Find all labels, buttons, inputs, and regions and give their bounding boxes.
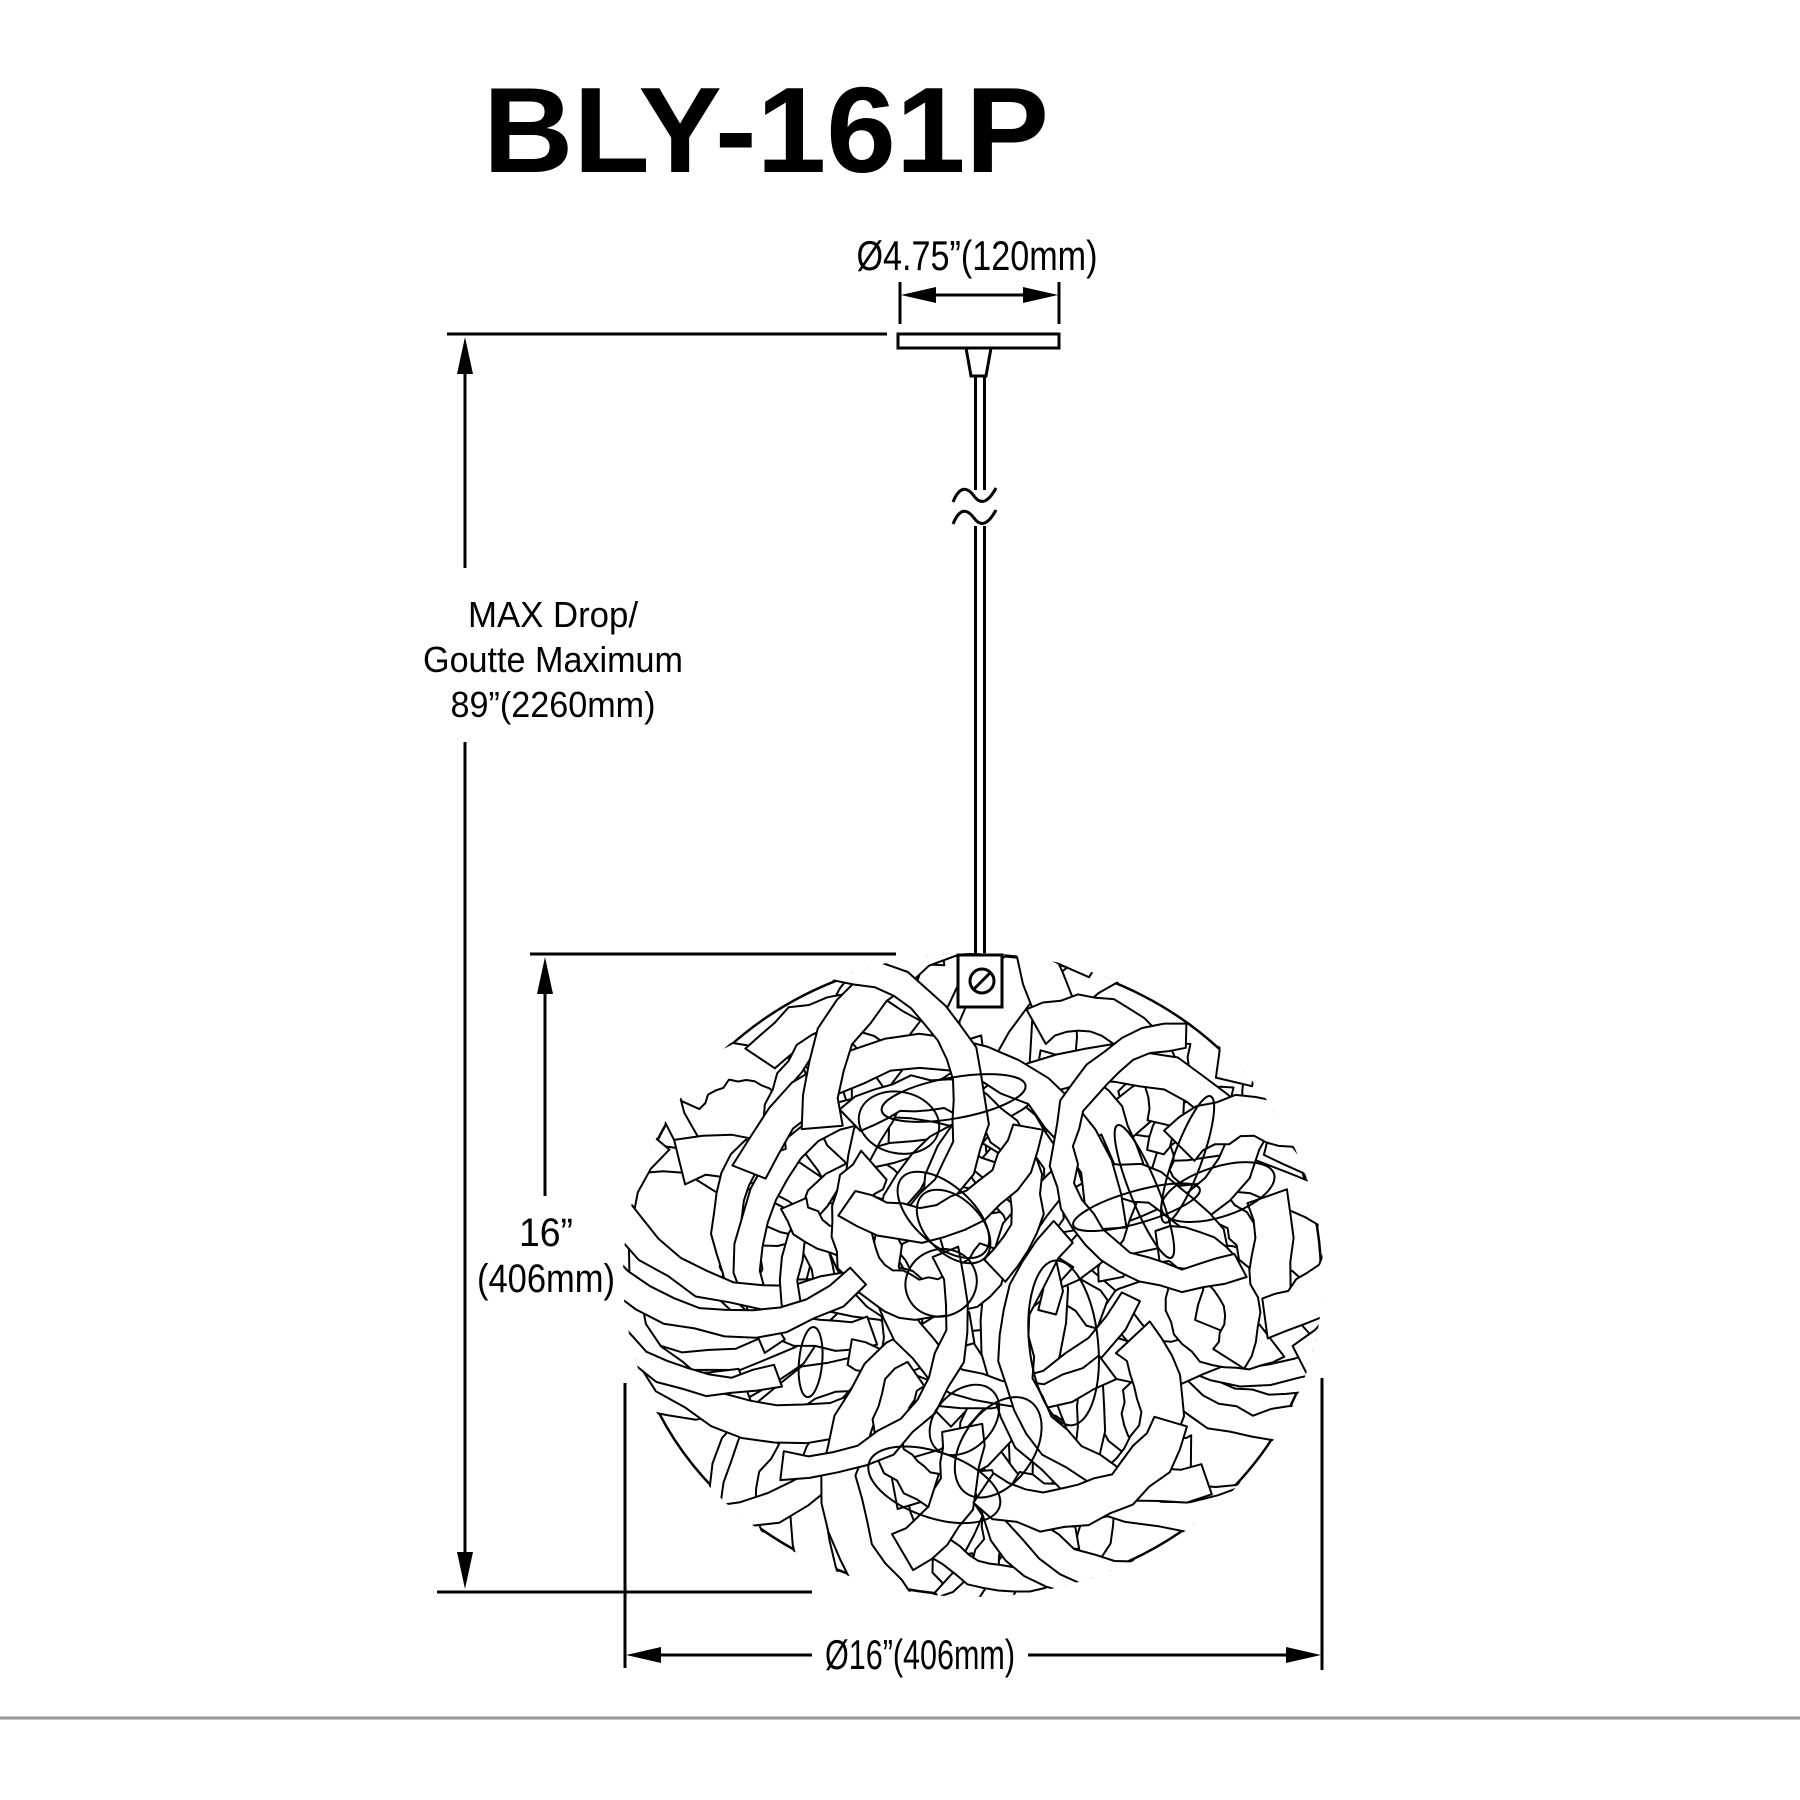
ribbon-strip bbox=[883, 953, 1258, 1088]
arrowhead-right-icon bbox=[1023, 287, 1058, 303]
ribbon-loop bbox=[1072, 1182, 1201, 1233]
ribbon-strip bbox=[830, 1149, 1017, 1321]
shade-height-label: 16” (406mm) bbox=[477, 1211, 615, 1301]
shade-diameter-dimension: Ø16”(406mm) bbox=[623, 1378, 1324, 1678]
screw-icon bbox=[968, 967, 996, 995]
max-drop-label: MAX Drop/ Goutte Maximum 89”(2260mm) bbox=[423, 594, 683, 725]
ribbon-strip bbox=[1291, 1042, 1323, 1381]
ribbon-strip bbox=[1076, 1161, 1237, 1334]
product-title: BLY-161P bbox=[483, 62, 1049, 198]
ribbon-strip bbox=[997, 1219, 1213, 1504]
ribbon-loop bbox=[797, 1326, 824, 1399]
screw-slot bbox=[971, 970, 993, 992]
canopy-diameter-label: Ø4.75”(120mm) bbox=[857, 232, 1098, 279]
max-drop-label-line1: MAX Drop/ bbox=[468, 594, 638, 635]
canopy-plate bbox=[896, 332, 1061, 350]
canopy-dimension bbox=[898, 282, 1061, 324]
arrowhead-left-icon bbox=[901, 287, 936, 303]
arrowhead-down-icon bbox=[457, 1552, 473, 1589]
arrowhead-up-icon bbox=[457, 337, 473, 374]
ribbon-loop bbox=[867, 1445, 1002, 1525]
ribbon-strip bbox=[623, 1120, 867, 1339]
ribbon-strip bbox=[972, 1415, 1188, 1533]
shade-height-label-line1: 16” bbox=[519, 1211, 573, 1255]
ribbon-loop bbox=[915, 1188, 992, 1265]
stem bbox=[964, 346, 993, 378]
ribbon-loop bbox=[896, 1170, 991, 1260]
ribbon-loop bbox=[1160, 1095, 1216, 1224]
hanging-rod bbox=[974, 376, 986, 958]
ribbon-loop bbox=[857, 1090, 941, 1155]
ribbon-loop bbox=[953, 1396, 1043, 1499]
ribbon-shade-illustration bbox=[623, 953, 1323, 1597]
ribbon-strip bbox=[1048, 1022, 1248, 1294]
break-wave-bottom bbox=[951, 509, 998, 525]
ribbon-loop bbox=[1160, 1161, 1276, 1223]
rod-break-icon bbox=[951, 487, 998, 525]
ribbon-strip bbox=[837, 1123, 1044, 1244]
ribbon-strip bbox=[820, 1311, 1119, 1597]
ribbon-loop bbox=[880, 1073, 1027, 1123]
ribbon-strip bbox=[779, 1245, 969, 1482]
ribbon-strip bbox=[1319, 1102, 1323, 1351]
ribbon-loop bbox=[1027, 1259, 1100, 1427]
ribbon-loop bbox=[928, 1383, 1001, 1457]
shade-height-dimension bbox=[530, 952, 896, 1196]
break-wave-top bbox=[951, 487, 998, 503]
max-drop-label-line3: 89”(2260mm) bbox=[451, 684, 656, 725]
mount-fitting bbox=[956, 953, 1004, 1009]
shade-diameter-label: Ø16”(406mm) bbox=[825, 1631, 1015, 1678]
ribbon-loop bbox=[904, 1247, 978, 1318]
shade-height-label-line2: (406mm) bbox=[477, 1257, 615, 1301]
arrowhead-up-icon bbox=[537, 957, 553, 994]
arrowhead-left-icon bbox=[626, 1647, 661, 1663]
arrowhead-right-icon bbox=[1286, 1647, 1321, 1663]
max-drop-label-line2: Goutte Maximum bbox=[423, 639, 683, 680]
